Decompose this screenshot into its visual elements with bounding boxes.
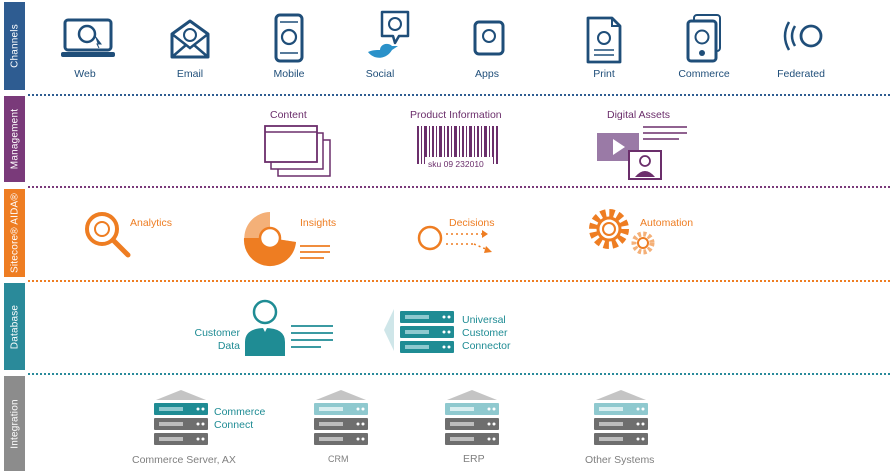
content-windows-icon xyxy=(264,124,332,180)
digital-assets-icon xyxy=(597,123,689,181)
channel-label-apps: Apps xyxy=(475,68,499,80)
decisions-label: Decisions xyxy=(449,217,495,229)
universal-customer-connector-label: Universal Customer Connector xyxy=(462,314,510,353)
email-icon xyxy=(169,18,211,60)
separator-aida xyxy=(28,280,890,282)
separator-management xyxy=(28,186,890,188)
channel-label-commerce: Commerce xyxy=(678,68,730,80)
connector-arrow-icon xyxy=(382,307,396,353)
commerce-connect-label: Commerce Connect xyxy=(214,406,265,432)
system-label-crm: CRM xyxy=(328,454,349,464)
automation-gears-icon xyxy=(587,207,659,259)
web-icon xyxy=(61,18,115,60)
channel-label-print: Print xyxy=(593,68,615,80)
commerce-server-icon xyxy=(152,388,210,450)
customer-data-icon xyxy=(243,298,335,358)
mobile-icon xyxy=(274,13,304,63)
crm-server-icon xyxy=(312,388,370,450)
universal-connector-server-icon xyxy=(400,311,456,355)
row-label-aida: Sitecore® AIDA® xyxy=(4,189,25,277)
commerce-connect-label-line2: Connect xyxy=(214,419,254,431)
row-label-integration: Integration xyxy=(4,376,25,471)
channel-label-web: Web xyxy=(74,68,96,80)
analytics-label: Analytics xyxy=(130,217,173,229)
analytics-magnifier-icon xyxy=(84,211,134,261)
separator-channels xyxy=(28,94,890,96)
connector-label-line3: Connector xyxy=(462,340,511,352)
decisions-icon xyxy=(416,222,500,262)
customer-data-label-line2: Data xyxy=(217,340,240,352)
customer-data-label: Customer Data xyxy=(194,327,240,353)
apps-icon xyxy=(473,20,505,56)
channel-label-federated: Federated xyxy=(777,68,825,80)
row-label-channels: Channels xyxy=(4,2,25,90)
product-information-label: Product Information xyxy=(410,109,502,121)
channel-label-email: Email xyxy=(176,68,204,80)
system-label-other-systems: Other Systems xyxy=(585,454,655,466)
commerce-connect-label-line1: Commerce xyxy=(214,406,266,418)
system-label-erp: ERP xyxy=(463,453,485,465)
barcode-icon xyxy=(415,124,501,174)
print-icon xyxy=(586,14,622,64)
content-label: Content xyxy=(270,109,307,121)
other-systems-server-icon xyxy=(592,388,650,450)
federated-icon xyxy=(779,16,825,56)
row-label-management: Management xyxy=(4,96,25,182)
connector-label-line1: Universal xyxy=(462,314,506,326)
connector-label-line2: Customer xyxy=(462,327,508,339)
digital-assets-label: Digital Assets xyxy=(607,109,671,121)
channel-label-mobile: Mobile xyxy=(273,68,305,80)
channel-label-social: Social xyxy=(365,68,395,80)
separator-database xyxy=(28,373,890,375)
insights-icon xyxy=(240,208,332,268)
social-icon xyxy=(366,10,412,66)
row-label-database: Database xyxy=(4,283,25,370)
erp-server-icon xyxy=(443,388,501,450)
customer-data-label-line1: Customer xyxy=(194,327,240,339)
insights-label: Insights xyxy=(300,217,337,229)
barcode-text: sku 09 232010 xyxy=(428,159,484,169)
automation-label: Automation xyxy=(640,217,694,229)
system-label-commerce-server: Commerce Server, AX xyxy=(132,454,236,466)
commerce-icon xyxy=(686,13,724,65)
